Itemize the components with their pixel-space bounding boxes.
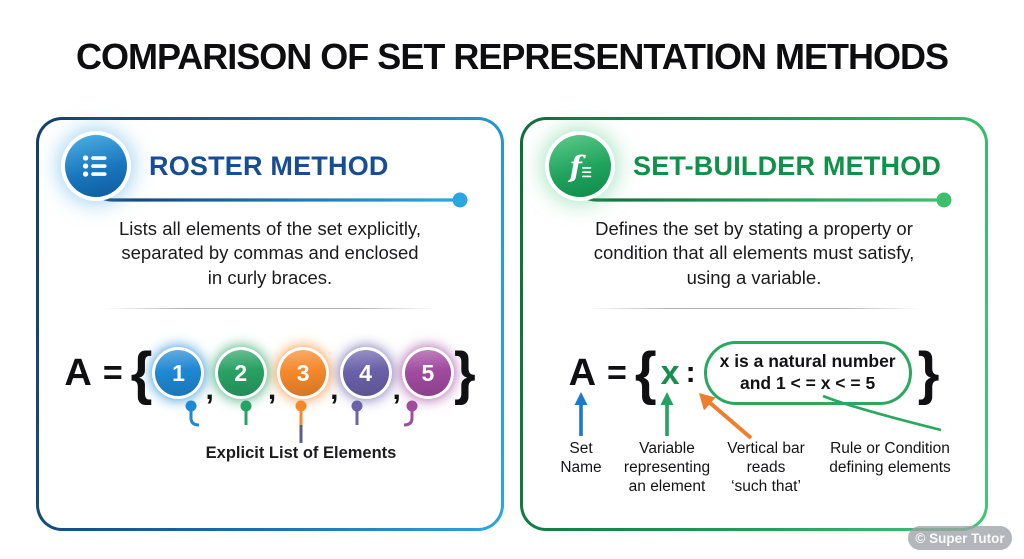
roster-description-line: in curly braces. xyxy=(207,266,333,288)
set-name-arrow xyxy=(574,392,588,436)
open-brace: { xyxy=(634,339,657,406)
annotation-line: Vertical bar xyxy=(727,440,805,457)
roster-card-border: ROSTER METHOD Lists all elements of the … xyxy=(36,117,504,531)
roster-divider xyxy=(103,308,437,309)
annotation-line: Name xyxy=(560,458,602,476)
condition-line: and 1 < = x < = 5 xyxy=(739,373,876,393)
close-brace: } xyxy=(453,339,476,406)
comma: , xyxy=(330,373,339,406)
condition-pill: x is a natural number and 1 < = x < = 5 xyxy=(703,341,912,405)
condition-line: x is a natural number xyxy=(719,351,896,372)
element-value: 1 xyxy=(172,359,185,386)
annotation-line: Rule or Condition xyxy=(830,440,950,457)
watermark-badge: © Super Tutor xyxy=(908,526,1012,550)
builder-description-line: condition that all elements must satisfy… xyxy=(593,242,915,264)
annotation-line: ‘such that’ xyxy=(731,477,801,495)
equals-sign: = xyxy=(607,353,627,392)
annotation-arrows xyxy=(574,392,942,440)
builder-card-border: f SET-BUILDER METHOD Defines the set by … xyxy=(520,117,988,531)
elements-bracket xyxy=(185,400,418,443)
bracket-dot-3 xyxy=(295,400,307,412)
element-circle-5: 5 xyxy=(404,350,451,396)
bracket-dot-4 xyxy=(351,400,363,412)
roster-description-line: Lists all elements of the set explicitly… xyxy=(119,218,421,239)
variable-arrow xyxy=(660,392,674,436)
element-circle-2: 2 xyxy=(217,350,264,396)
annotation-line: Variable xyxy=(639,440,695,457)
element-value: 5 xyxy=(421,359,435,386)
function-icon: f xyxy=(549,135,611,197)
page-title: COMPARISON OF SET REPRESENTATION METHODS xyxy=(75,36,949,77)
builder-description-line: using a variable. xyxy=(686,266,822,288)
such-that-colon: : xyxy=(685,356,696,389)
annotation-line: representing xyxy=(623,458,711,476)
annotation-set-name: Set Name xyxy=(546,440,616,478)
builder-card: f SET-BUILDER METHOD Defines the set by … xyxy=(523,120,985,528)
annotation-line: reads xyxy=(746,458,786,476)
annotation-variable: Variable representing an element xyxy=(610,440,724,497)
bracket-dot-5 xyxy=(406,400,418,412)
list-icon xyxy=(65,135,127,197)
rule-connector xyxy=(822,394,942,432)
builder-method-title: SET-BUILDER METHOD xyxy=(633,150,942,181)
svg-text:f: f xyxy=(568,149,587,183)
element-circle-3: 3 xyxy=(280,350,327,396)
roster-description: Lists all elements of the set explicitly… xyxy=(57,217,483,290)
variable-x: x xyxy=(660,353,680,392)
annotation-vertical-bar: Vertical bar reads ‘such that’ xyxy=(709,440,823,497)
roster-method-title: ROSTER METHOD xyxy=(149,150,389,181)
comma: , xyxy=(392,373,401,406)
annotation-line: Set xyxy=(569,440,593,457)
roster-card: ROSTER METHOD Lists all elements of the … xyxy=(39,120,501,528)
builder-description-line: Defines the set by stating a property or xyxy=(595,218,913,239)
bracket-dot-1 xyxy=(185,400,197,412)
builder-description: Defines the set by stating a property or… xyxy=(541,217,967,290)
comma: , xyxy=(267,373,277,406)
roster-description-line: separated by commas and enclosed xyxy=(121,242,419,264)
annotation-line: an element xyxy=(628,477,706,495)
element-value: 4 xyxy=(359,359,372,386)
such-that-arrow xyxy=(699,393,753,440)
element-circle-1: 1 xyxy=(155,350,202,396)
comma: , xyxy=(205,373,214,406)
bracket-dot-2 xyxy=(240,400,252,412)
open-brace: { xyxy=(130,339,153,406)
element-value: 2 xyxy=(234,359,248,386)
element-value: 3 xyxy=(296,359,310,386)
annotation-line: defining elements xyxy=(829,458,951,476)
annotation-rule: Rule or Condition defining elements xyxy=(806,440,974,478)
equals-sign: = xyxy=(102,353,123,392)
set-name: A xyxy=(64,351,93,394)
close-brace: } xyxy=(917,339,940,406)
element-circle-4: 4 xyxy=(342,350,389,396)
builder-expression: A = { x : x is a natural number and 1 < … xyxy=(523,339,985,407)
roster-header: ROSTER METHOD xyxy=(65,134,481,198)
roster-caption: Explicit List of Elements xyxy=(205,444,397,462)
builder-divider xyxy=(587,308,921,309)
set-name: A xyxy=(568,351,598,394)
builder-header: f SET-BUILDER METHOD xyxy=(549,134,965,198)
roster-expression: A = { 1 , 2 , 3 , 4 , 5 } xyxy=(39,339,501,407)
